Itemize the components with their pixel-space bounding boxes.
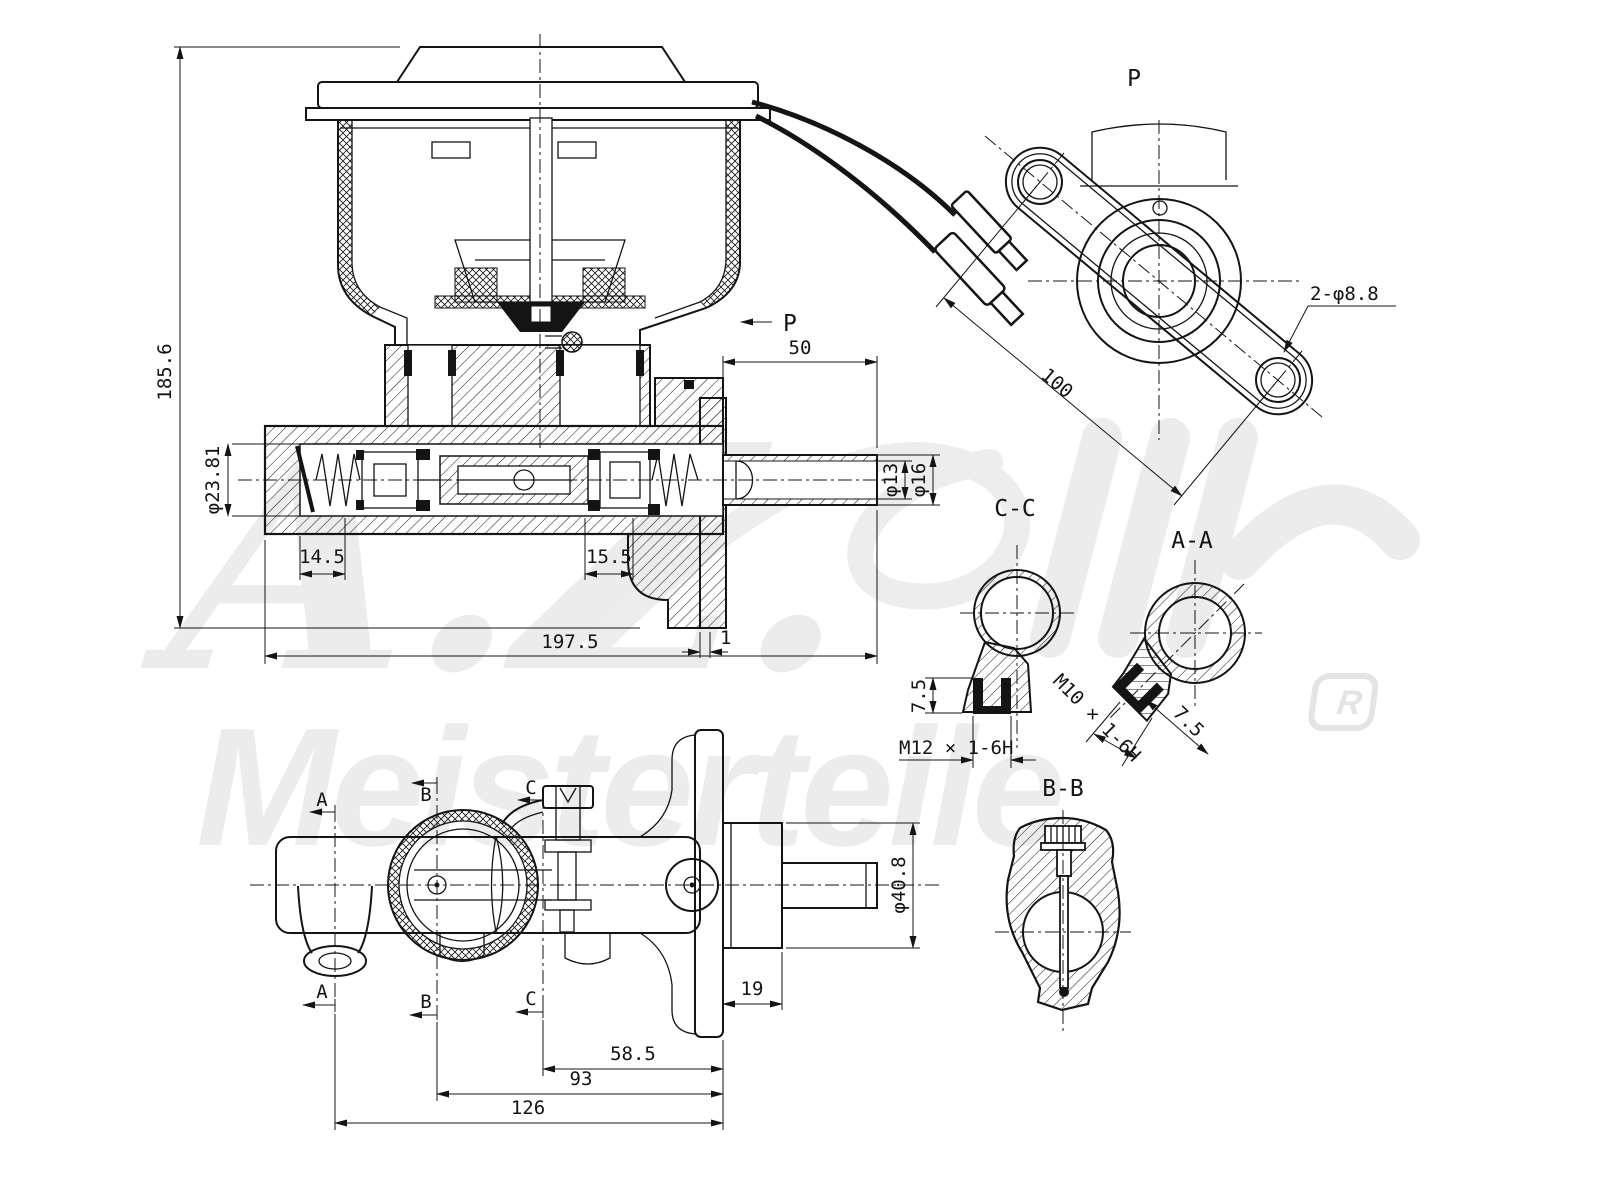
float-tube <box>529 117 553 303</box>
tv-gusset-bottom <box>639 932 696 1035</box>
section-bb-label: B-B <box>1042 776 1084 802</box>
port-seals <box>404 350 644 376</box>
section-cc-dimensions: 7.5 M12 × 1-6H <box>899 677 1036 768</box>
top-view: A A B B C C 19 <box>250 729 940 1130</box>
section-cc-label: C-C <box>994 496 1036 522</box>
dim-total-length: 197.5 <box>541 631 598 653</box>
dim-aa-depth: 7.5 <box>1168 702 1208 742</box>
dim-primary-stroke: 14.5 <box>299 546 345 568</box>
reservoir-wall-left-inner <box>351 120 408 345</box>
pin-hole <box>1152 200 1168 216</box>
return-spring-2 <box>651 453 699 507</box>
section-marker-a-bottom: A <box>316 981 328 1003</box>
tv-cone-left <box>297 885 313 954</box>
reservoir-cap-dome <box>395 46 687 83</box>
level-sensor-wires <box>751 99 1029 327</box>
view-p-label: P <box>1127 66 1141 92</box>
tv-cone-right <box>357 885 373 954</box>
dim-mounting-distance: 100 <box>1037 364 1077 403</box>
dim-cc-thread: M12 × 1-6H <box>899 737 1013 759</box>
tv-bleeder-bolt <box>501 785 594 933</box>
dim-outlet-length: 50 <box>789 337 812 359</box>
wire-connector-1 <box>950 190 1029 272</box>
dim-flange-step: 19 <box>741 978 764 1000</box>
reservoir-wall-left-hatch <box>338 120 380 316</box>
reservoir-wall-right-inner <box>654 120 727 319</box>
cap-baffle-left <box>431 141 471 159</box>
watermark-brand: Meisterteile <box>196 693 1061 881</box>
section-cc: C-C 7.5 M12 × 1-6H <box>899 496 1075 768</box>
main-section-view: 185.6 φ23.81 14.5 15.5 50 φ13 φ1 <box>154 34 1029 664</box>
dim-b-to-flange: 93 <box>570 1068 593 1090</box>
reservoir-cap-plate <box>317 81 759 109</box>
section-marker-c-top: C <box>525 777 536 799</box>
dim-bore-diameter: φ23.81 <box>202 446 224 515</box>
outlet-tube-wall-bottom <box>722 498 878 506</box>
reservoir-wall-right-outer <box>639 120 741 345</box>
primary-seals <box>356 449 430 511</box>
tv-section-markers: A A B B C C <box>302 777 544 1020</box>
dim-a-to-flange: 126 <box>511 1097 545 1119</box>
reservoir-wall-right-hatch <box>700 120 740 308</box>
dim-flange-lip: 1 <box>720 627 731 649</box>
dim-secondary-stroke: 15.5 <box>586 546 632 568</box>
dim-rod-od: φ16 <box>908 463 930 497</box>
tv-lens <box>490 835 504 933</box>
main-view-dimensions: 185.6 φ23.81 14.5 15.5 50 φ13 φ1 <box>154 46 940 664</box>
mount-hole-1-cb <box>1017 159 1063 205</box>
mount-hole-2 <box>1260 362 1296 398</box>
watermark-registered-badge: R <box>1308 673 1379 731</box>
top-view-dimensions: 19 58.5 93 126 φ40.8 <box>334 822 920 1130</box>
dim-cc-depth: 7.5 <box>908 679 930 713</box>
mount-hole-1 <box>1022 164 1058 200</box>
return-spring-1 <box>315 453 361 507</box>
mount-hole-2-cb <box>1255 357 1301 403</box>
flange-bracket <box>627 533 701 629</box>
vent-port <box>561 331 583 353</box>
section-marker-a-top: A <box>316 789 328 811</box>
section-bb: B-B <box>995 776 1131 1035</box>
cc-threaded-port <box>973 678 1011 714</box>
secondary-seals <box>588 449 660 515</box>
cap-baffle-right <box>557 141 597 159</box>
dim-rod-bore: φ13 <box>880 463 902 497</box>
registered-badge-letter: R <box>1335 684 1365 722</box>
dim-c-to-flange: 58.5 <box>610 1043 656 1065</box>
section-marker-b-top: B <box>420 784 431 806</box>
supply-port-front <box>407 344 453 427</box>
supply-port-rear <box>559 344 641 427</box>
rear-boss-seal <box>684 380 694 389</box>
section-marker-b-bottom: B <box>420 991 431 1013</box>
section-aa-label: A-A <box>1171 528 1213 554</box>
outlet-tube-wall-top <box>722 454 878 462</box>
dim-mounting-holes: 2-φ8.8 <box>1310 283 1379 305</box>
outlet-funnel-slot <box>530 305 552 323</box>
snap-ring <box>295 445 315 513</box>
dim-body-diameter: φ40.8 <box>888 856 910 913</box>
dim-total-height: 185.6 <box>154 343 176 400</box>
tv-gusset-top <box>639 734 696 838</box>
section-marker-c-bottom: C <box>525 988 536 1010</box>
view-arrow-p-label: P <box>783 311 797 337</box>
rod-dome <box>735 460 754 500</box>
registered-badge-frame <box>1308 673 1379 731</box>
